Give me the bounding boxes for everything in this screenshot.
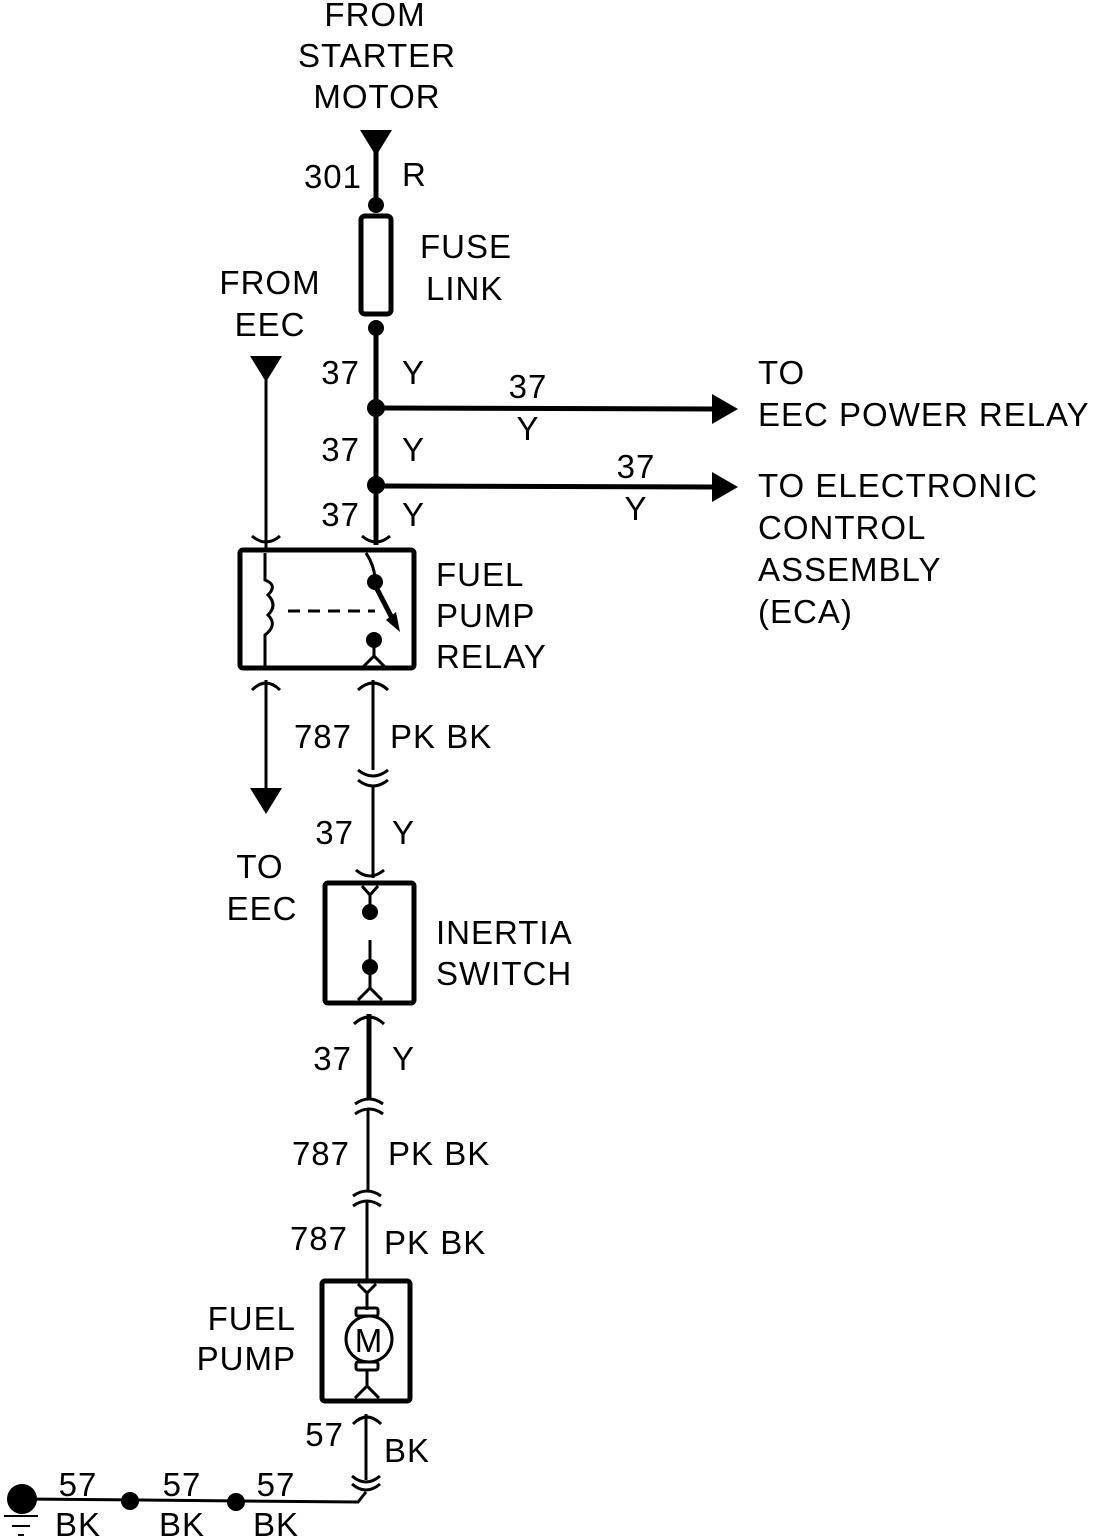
source-starter-motor: FROM STARTER MOTOR [298,0,456,156]
source-label-line-2: STARTER [298,37,456,74]
wire-color-label: PK BK [388,1135,490,1172]
destination-label-line-4: (ECA) [758,593,853,630]
fuse-link-label-line-2: LINK [426,270,503,307]
branch-eca: 37 Y TO ELECTRONIC CONTROL ASSEMBLY (ECA… [367,448,1038,630]
arrow-out-icon [250,788,282,814]
fuel-pump-label-line-2: PUMP [197,1340,296,1377]
relay-switch-arm [372,583,396,622]
source-label-line-3: MOTOR [313,78,440,115]
splice-dot [368,197,384,213]
connector-symbol [251,534,281,548]
terminal-icon [353,1370,381,1400]
arrow-out-icon [712,472,738,502]
wire-color-label: Y [392,1040,415,1077]
fuel-pump-relay: FUEL PUMP RELAY [237,547,547,675]
wire-circuit-label: 787 [292,1135,350,1172]
splice-dot [121,1492,139,1510]
inline-connector-icon [357,768,389,788]
fuel-pump-label-line-1: FUEL [208,1300,296,1337]
motor-symbol: M [355,1322,384,1359]
wire-color-label: PK BK [390,718,492,755]
wire-eec-out [250,680,282,790]
wire-color-label: Y [516,410,539,447]
branch-eec-power-relay: 37 Y TO EEC POWER RELAY [367,354,1090,447]
wire-circuit-label: 57 [305,1416,344,1453]
switch-arrow-icon [386,612,400,632]
wire-circuit-label: 301 [304,158,362,195]
wire-circuit-label: 37 [321,354,360,391]
relay-label-line-1: FUEL [436,556,524,593]
fuel-pump: M FUEL PUMP [197,1278,413,1404]
arrow-out-icon [712,394,738,424]
contact-dot [367,574,383,590]
inline-connector-icon [351,1474,381,1492]
wire-37-branch [375,483,716,490]
wire-circuit-label: 57 [59,1466,98,1503]
splice-dot [227,1493,245,1511]
connector-symbol [361,534,391,544]
terminal-icon [360,885,380,905]
wire-circuit-label: 37 [313,1040,352,1077]
wire-color-label: Y [624,490,647,527]
destination-label-line-1: TO [758,354,805,391]
eec-in-label-line-1: FROM [219,264,320,301]
ground-splice [7,1484,37,1514]
inertia-label-line-1: INERTIA [436,914,573,951]
destination-label-line-2: CONTROL [758,509,926,546]
ground-point [4,1484,38,1536]
terminal-icon [360,645,388,670]
eec-in-label-line-2: EEC [235,306,306,343]
fuel-pump-box [319,1278,413,1404]
destination-label-line-1: TO ELECTRONIC [758,467,1038,504]
destination-label-line-3: ASSEMBLY [758,551,941,588]
destination-label-line-2: EEC POWER RELAY [758,396,1090,433]
inertia-switch: INERTIA SWITCH [322,880,573,1006]
contact-dot [366,632,382,648]
eec-out-label-line-1: TO [236,848,283,885]
arrow-in-icon [360,130,392,156]
contact-dot [362,959,378,975]
wire-color-label: Y [402,431,425,468]
connector-symbol [355,868,385,878]
wire-circuit-label: 787 [294,718,352,755]
fuse-link-label-line-1: FUSE [420,228,512,265]
wire-circuit-label: 37 [315,814,354,851]
source-label-line-1: FROM [324,0,425,33]
wire-color-label: Y [402,354,425,391]
wire-color-label: Y [402,496,425,533]
terminal-icon [356,975,384,1002]
fuse-link: FUSE LINK [358,197,512,336]
relay-label-line-3: RELAY [436,638,547,675]
relay-label-line-2: PUMP [436,597,535,634]
wire-color-label: BK [384,1432,430,1469]
eec-out-label-line-2: EEC [227,890,298,927]
wire-circuit-label: 37 [321,496,360,533]
wire-color-label: Y [392,814,415,851]
wire-37-branch [375,405,716,412]
wire-color-label: BK [55,1506,101,1540]
wire-circuit-label: 37 [321,431,360,468]
wire-circuit-label: 57 [163,1466,202,1503]
wire-circuit-label: 37 [617,448,656,485]
splice-dot [367,476,385,494]
wire-color-label: BK [253,1506,299,1540]
wire-color-label: BK [159,1506,205,1540]
source-from-eec: FROM EEC [219,264,320,545]
wire-circuit-label: 57 [257,1466,296,1503]
wire-color-label: PK BK [384,1224,486,1261]
relay-coil-icon [263,553,275,668]
arrow-in-icon [250,356,282,382]
inertia-label-line-2: SWITCH [436,955,572,992]
splice-dot [368,320,384,336]
wire-circuit-label: 37 [509,368,548,405]
wire-color-label: R [402,156,427,193]
wire-circuit-label: 787 [290,1220,348,1257]
fuse-link-symbol [358,213,394,317]
contact-dot [362,904,378,920]
